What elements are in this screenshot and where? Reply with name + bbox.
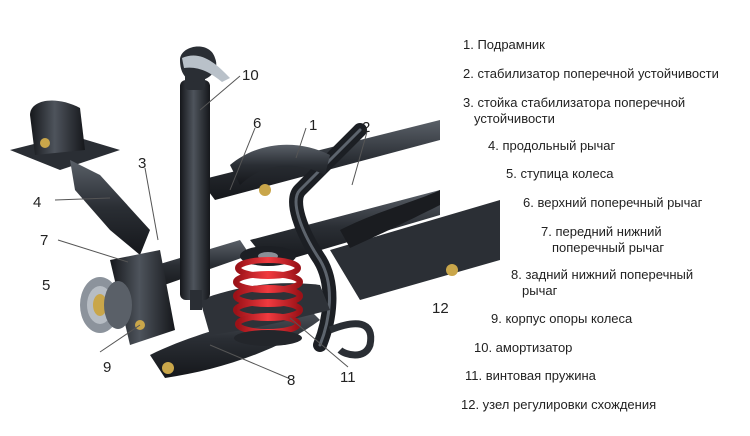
bolt-icon [259,184,271,196]
suspension-illustration: 1 2 3 4 7 5 6 8 9 10 11 12 [10,46,500,389]
toe-adjuster [446,264,458,276]
coil-spring [233,246,303,346]
legend-item-12: 12. узел регулировки схождения [461,397,656,413]
legend-item-6: 6. верхний поперечный рычаг [523,195,702,211]
legend-text-cont: рычаг [522,283,558,298]
legend-text: 6. верхний поперечный рычаг [523,195,703,210]
upper-crossmember [230,144,330,185]
legend-item-8: 8. задний нижний поперечный рычаг [511,267,693,299]
legend-text: 4. продольный рычаг [488,138,616,153]
legend-item-2: 2. стабилизатор поперечной устойчивости [463,66,719,82]
legend-item-4: 4. продольный рычаг [488,138,615,154]
legend-text: 1. Подрамник [463,37,545,52]
legend-item-7: 7. передний нижний поперечный рычаг [541,224,664,256]
callout-7: 7 [40,232,48,249]
trailing-arm [70,160,150,255]
callout-2: 2 [362,119,370,136]
callout-4: 4 [33,194,41,211]
callout-6: 6 [253,115,261,132]
callout-1: 1 [309,117,317,134]
legend-item-5: 5. ступица колеса [506,166,613,182]
callout-lines [54,75,368,379]
legend-item-9: 9. корпус опоры колеса [491,311,632,327]
body-mount [10,100,120,170]
legend-item-1: 1. Подрамник [463,37,545,53]
callout-11: 11 [340,369,356,386]
callout-8: 8 [287,372,295,389]
legend-text: 10. амортизатор [474,340,573,355]
legend-item-10: 10. амортизатор [474,340,572,356]
callout-3: 3 [138,155,146,172]
legend-text: 12. узел регулировки схождения [461,397,657,412]
legend-text-cont: поперечный рычаг [552,240,665,255]
legend-item-11: 11. винтовая пружина [465,368,596,384]
callout-10: 10 [242,67,259,84]
legend-item-3: 3. стойка стабилизатора поперечной устой… [463,95,685,127]
legend-text: 11. винтовая пружина [465,368,596,383]
stabilizer-bar-end [328,320,375,359]
legend-text: 2. стабилизатор поперечной устойчивости [463,66,719,81]
wheel-hub [80,277,132,333]
legend-text: 9. корпус опоры колеса [491,311,633,326]
shock-absorber [180,46,230,310]
legend-text: 7. передний нижний [541,224,662,239]
legend-text-cont: устойчивости [474,111,555,126]
legend-text: 3. стойка стабилизатора поперечной [463,95,686,110]
legend-text: 5. ступица колеса [506,166,614,181]
callout-9: 9 [103,359,111,376]
legend-text: 8. задний нижний поперечный [511,267,694,282]
callout-5: 5 [42,277,50,294]
callout-12: 12 [432,300,449,317]
